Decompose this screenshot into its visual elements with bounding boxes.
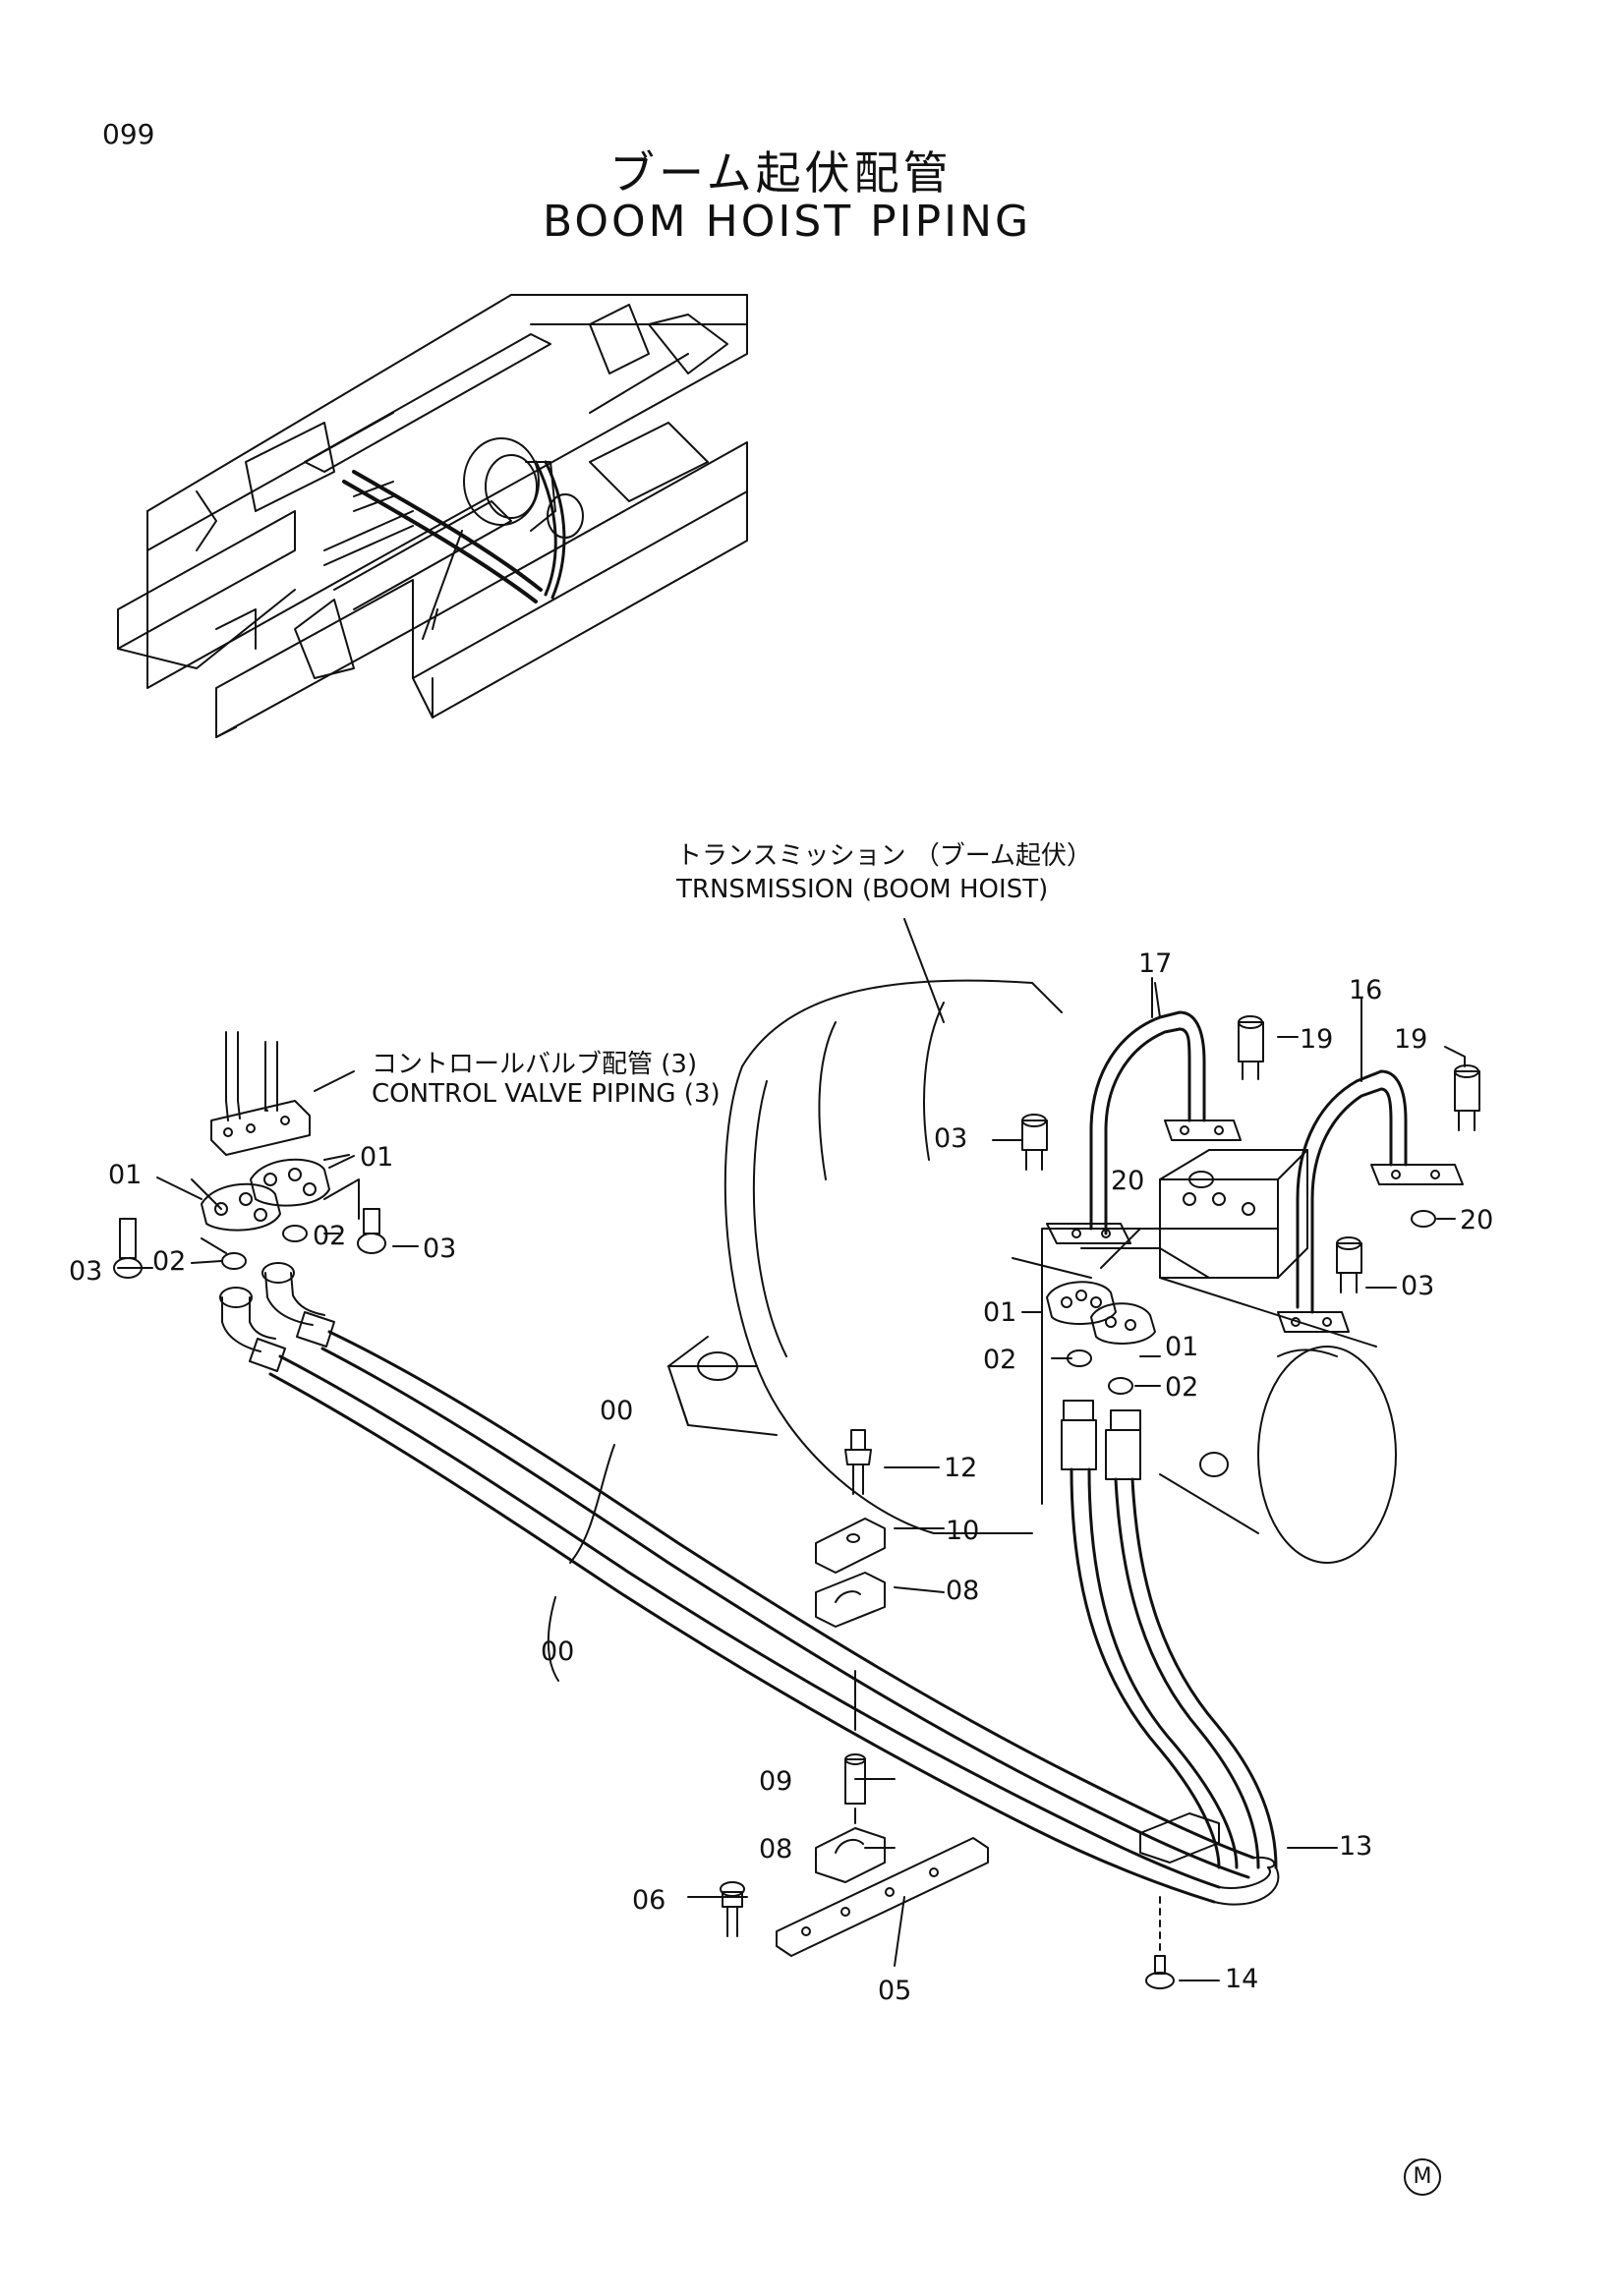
u-pipe-16 — [1277, 997, 1464, 1333]
callout-12: 12 — [944, 1453, 978, 1483]
u-pipe-17 — [1046, 977, 1242, 1244]
machine-frame-overview — [117, 294, 748, 738]
callout-leaders — [117, 982, 1466, 1682]
callout-05: 05 — [878, 1976, 912, 2006]
callout-14: 14 — [1225, 1964, 1259, 1994]
callout-01: 01 — [1165, 1332, 1199, 1362]
callout-20: 20 — [1460, 1205, 1494, 1235]
callout-03: 03 — [934, 1123, 968, 1154]
circled-m-mark: M — [1404, 2158, 1441, 2196]
callout-00: 00 — [541, 1636, 575, 1667]
callout-19: 19 — [1300, 1024, 1334, 1055]
callout-03: 03 — [69, 1256, 103, 1287]
callout-06: 06 — [632, 1885, 666, 1916]
control-valve-label: CONTROL VALVE PIPING (3) — [372, 1079, 721, 1109]
callout-01: 01 — [983, 1297, 1017, 1328]
bolts-right — [1021, 1015, 1480, 1293]
right-flanges — [1012, 1228, 1156, 1395]
callout-02: 02 — [1165, 1372, 1199, 1403]
callout-03: 03 — [1401, 1271, 1435, 1301]
control-valve-piping — [113, 1031, 386, 1279]
callout-02: 02 — [152, 1246, 187, 1277]
callout-20: 20 — [1111, 1166, 1145, 1196]
transmission-leader — [903, 918, 945, 1023]
page-title: BOOM HOIST PIPING — [543, 197, 1032, 247]
control-valve-label-jp: コントロールバルブ配管 (3) — [372, 1050, 698, 1079]
clamp-lower — [687, 1670, 1338, 1989]
callout-17: 17 — [1138, 948, 1173, 979]
transmission-body — [667, 979, 1397, 1564]
page-number: 099 — [102, 118, 155, 150]
clamp-upper — [815, 1429, 945, 1628]
right-hoses — [1061, 1400, 1278, 1869]
callout-09: 09 — [759, 1766, 793, 1797]
callout-08: 08 — [759, 1834, 793, 1865]
page-title-jp: ブーム起伏配管 — [609, 146, 953, 200]
transmission-label-jp: トランスミッション （ブーム起伏） — [676, 841, 1092, 871]
callout-01: 01 — [360, 1142, 394, 1173]
callout-02: 02 — [313, 1221, 347, 1251]
callout-16: 16 — [1349, 975, 1383, 1005]
callout-13: 13 — [1339, 1831, 1373, 1862]
transmission-label: TRNSMISSION (BOOM HOIST) — [676, 875, 1049, 904]
callout-10: 10 — [946, 1516, 980, 1546]
callout-03: 03 — [423, 1234, 457, 1264]
callout-02: 02 — [983, 1345, 1017, 1375]
callout-19: 19 — [1394, 1024, 1428, 1055]
callout-08: 08 — [946, 1576, 980, 1606]
callout-00: 00 — [600, 1396, 634, 1426]
main-hoses — [219, 1262, 1280, 1906]
callout-01: 01 — [108, 1160, 143, 1190]
